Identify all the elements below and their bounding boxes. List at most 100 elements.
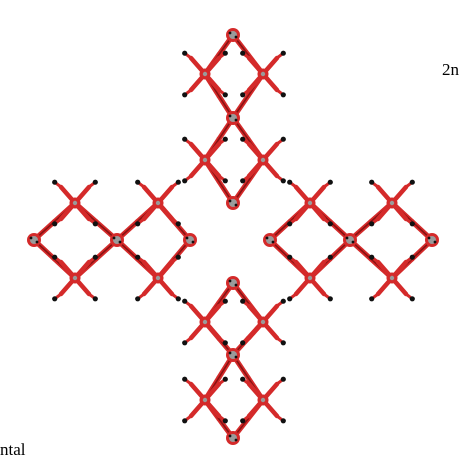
- bond-layer: [31, 32, 435, 441]
- atom: [409, 179, 415, 185]
- atom: [327, 221, 333, 227]
- atom: [135, 221, 141, 227]
- unit-center: [202, 319, 208, 325]
- atom: [222, 340, 228, 346]
- unit-center: [389, 200, 395, 206]
- atom: [175, 221, 181, 227]
- atom: [228, 114, 232, 118]
- atom: [92, 254, 98, 260]
- atom: [287, 296, 293, 302]
- atom: [240, 136, 246, 142]
- atom: [369, 179, 375, 185]
- atom: [228, 434, 232, 438]
- atom: [228, 351, 232, 355]
- unit-center: [72, 200, 78, 206]
- atom: [240, 298, 246, 304]
- unit-center: [307, 275, 313, 281]
- unit-center: [155, 275, 161, 281]
- atom: [240, 92, 246, 98]
- atom: [182, 376, 188, 382]
- atom: [280, 376, 286, 382]
- unit-center: [260, 397, 266, 403]
- atom: [327, 179, 333, 185]
- atom: [240, 340, 246, 346]
- atom: [234, 283, 238, 287]
- atom: [35, 240, 39, 244]
- node-layer: [27, 28, 439, 445]
- atom: [240, 178, 246, 184]
- unit-center: [260, 71, 266, 77]
- atom: [92, 221, 98, 227]
- atom: [92, 296, 98, 302]
- atom: [280, 418, 286, 424]
- unit-center: [260, 157, 266, 163]
- atom: [240, 50, 246, 56]
- unit-center: [202, 71, 208, 77]
- atom: [52, 221, 58, 227]
- atom: [240, 418, 246, 424]
- atom: [182, 92, 188, 98]
- atom: [228, 279, 232, 283]
- atom: [52, 179, 58, 185]
- atom: [409, 221, 415, 227]
- atom: [182, 136, 188, 142]
- atom: [112, 236, 116, 240]
- atom: [222, 50, 228, 56]
- atom: [182, 298, 188, 304]
- unit-center: [260, 319, 266, 325]
- atom: [135, 254, 141, 260]
- unit-center: [202, 397, 208, 403]
- atom: [182, 418, 188, 424]
- atom: [222, 376, 228, 382]
- atom: [222, 298, 228, 304]
- atom: [280, 50, 286, 56]
- atom: [409, 296, 415, 302]
- unit-center: [389, 275, 395, 281]
- unit-center: [72, 275, 78, 281]
- atom: [135, 179, 141, 185]
- atom: [222, 136, 228, 142]
- partial-label-bottom-left: ntal: [0, 440, 26, 459]
- atom: [327, 254, 333, 260]
- atom: [280, 298, 286, 304]
- atom: [427, 236, 431, 240]
- atom: [265, 236, 269, 240]
- atom: [92, 179, 98, 185]
- unit-layer: [52, 50, 415, 424]
- atom: [118, 240, 122, 244]
- atom: [280, 178, 286, 184]
- partial-label-top-right: 2n: [442, 60, 459, 79]
- atom: [287, 221, 293, 227]
- atom: [135, 296, 141, 302]
- atom: [240, 376, 246, 382]
- atom: [52, 296, 58, 302]
- unit-center: [202, 157, 208, 163]
- atom: [222, 418, 228, 424]
- atom: [287, 179, 293, 185]
- atom: [433, 240, 437, 244]
- unit-center: [307, 200, 313, 206]
- atom: [222, 178, 228, 184]
- atom: [351, 240, 355, 244]
- atom: [222, 92, 228, 98]
- atom: [185, 236, 189, 240]
- atom: [369, 221, 375, 227]
- atom: [287, 254, 293, 260]
- atom: [280, 136, 286, 142]
- atom: [228, 199, 232, 203]
- atom: [369, 296, 375, 302]
- atom: [182, 340, 188, 346]
- atom: [234, 438, 238, 442]
- atom: [234, 203, 238, 207]
- atom: [280, 340, 286, 346]
- atom: [327, 296, 333, 302]
- atom: [234, 35, 238, 39]
- unit-center: [155, 200, 161, 206]
- atom: [345, 236, 349, 240]
- atom: [234, 118, 238, 122]
- atom: [271, 240, 275, 244]
- atom: [280, 92, 286, 98]
- atom: [29, 236, 33, 240]
- atom: [409, 254, 415, 260]
